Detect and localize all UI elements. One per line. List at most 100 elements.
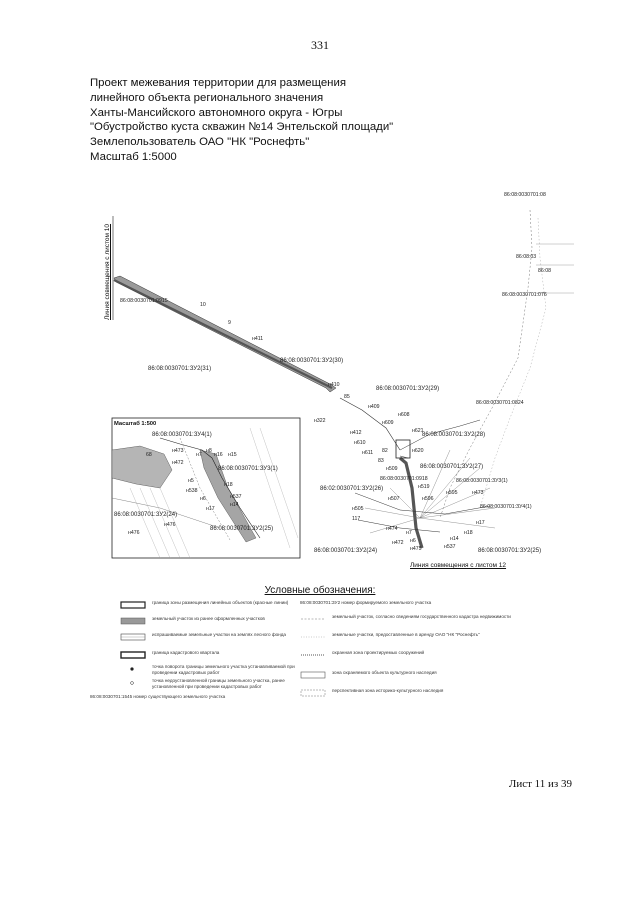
point-label: н621 <box>412 428 424 434</box>
prospective-heritage-symbol <box>300 689 326 697</box>
legend-item: земельные участки, предоставленные в аре… <box>300 632 520 641</box>
parcel-label: 86:08:0030701:ЗУ4(1) <box>480 504 532 510</box>
legend-item: земельный участок, согласно сведениям го… <box>300 614 520 623</box>
legend-item: земельный участок из ранее оформленных у… <box>120 616 300 625</box>
point-label: н537 <box>444 544 456 550</box>
parcel-label: 86:08:0030701:ЗУ2(28) <box>422 432 486 438</box>
point-label: н412 <box>350 430 362 436</box>
red-line-symbol <box>120 601 146 609</box>
parcel-label: 86:08:0030701:ЗУ2(30) <box>280 358 344 364</box>
inset-road <box>199 449 257 543</box>
inset-point-label: н7 <box>196 452 202 458</box>
inset-parcel-label: 86:08:0030701:ЗУ2(24) <box>114 512 178 518</box>
pad-outline <box>395 439 411 459</box>
point-label: 117 <box>352 516 361 522</box>
inset-point-label: н16 <box>214 452 223 458</box>
page-number: 331 <box>311 38 329 52</box>
parcel-label: 86:08:0030701:0918 <box>380 476 428 482</box>
inset-point-label: н8 <box>206 448 212 454</box>
parcel-label: 86:08:0030701:ЗУ3(1) <box>456 478 508 484</box>
point-label: н596 <box>422 496 434 502</box>
point-label: н474 <box>386 526 398 532</box>
legend-item: граница зоны размещения линейных объекто… <box>120 600 300 609</box>
undefined-point-symbol <box>130 681 134 685</box>
point-label: 10 <box>200 302 206 308</box>
parcel-label: 86:08:0030701:ЗУ2(27) <box>420 464 484 470</box>
point-label: н509 <box>386 466 398 472</box>
title-line: Землепользователь ОАО "НК "Роснефть" <box>90 136 310 149</box>
point-label: н6 <box>410 538 416 544</box>
point-label: 82 <box>382 448 388 454</box>
boundary-segment <box>357 519 441 533</box>
point-label: н17 <box>476 520 485 526</box>
road-segment <box>398 456 424 549</box>
parcel-label: 86:08:0030701:ЗУ2(31) <box>148 366 212 372</box>
map-drawing <box>111 209 574 559</box>
inset-point-label: н15 <box>228 452 237 458</box>
legend-item: 86:08:0030701:1545 номер существующего з… <box>90 694 226 699</box>
inset-point-label: н18 <box>224 482 233 488</box>
boundary-segment <box>399 419 481 451</box>
title-line: линейного объекта регионального значения <box>90 91 324 104</box>
forest-parcel-symbol <box>120 633 146 641</box>
inset-point-label: н538 <box>186 488 198 494</box>
inset-point-label: 68 <box>146 452 152 458</box>
point-label: н7 <box>406 530 412 536</box>
parcel-label: 86:08:0030701:0915 <box>120 298 168 304</box>
inset-boundary <box>159 437 261 539</box>
parcel-label: 86:08 <box>538 268 551 274</box>
legend-item: перспективная зона историко-культурного … <box>300 688 520 697</box>
protection-zone-symbol <box>301 654 325 656</box>
inset-point-label: н6 <box>200 496 206 502</box>
point-label: н595 <box>446 490 458 496</box>
parcel-label: 86:08:0030701:ЗУ2(25) <box>478 548 542 554</box>
point-label: н475 <box>410 546 422 552</box>
cadastral-map: Линия совмещения с листом 10 Линия совме… <box>100 188 580 573</box>
inset-point-label: н14 <box>230 502 239 508</box>
point-label: н409 <box>368 404 380 410</box>
point-label: н608 <box>398 412 410 418</box>
turning-point-symbol <box>130 667 134 671</box>
left-match-line-label: Линия совмещения с листом 10 <box>104 223 111 320</box>
point-label: н620 <box>412 448 424 454</box>
point-label: н14 <box>450 536 459 542</box>
legend-item: испрашиваемые земельные участки на земля… <box>120 632 300 641</box>
point-label: н473 <box>472 490 484 496</box>
inset-boundary <box>111 497 221 529</box>
point-label: н18 <box>464 530 473 536</box>
point-label: н609 <box>382 420 394 426</box>
inset-point-label: н17 <box>206 506 215 512</box>
parcel-label: 86:08:0030701:ЗУ2(24) <box>314 548 378 554</box>
point-label: н322 <box>314 418 326 424</box>
inset-boundary <box>179 437 231 541</box>
inset-hatch <box>129 427 299 559</box>
legend-item: охранная зона проектируемых сооружений <box>300 650 520 659</box>
quarter-boundary <box>439 209 533 519</box>
point-label: н410 <box>328 382 340 388</box>
legend-item: точка поворота границы земельного участк… <box>120 664 300 675</box>
parcel-boundary <box>479 217 547 509</box>
legend-item: точка недоустановленной границы земельно… <box>120 678 300 689</box>
parcel-label: 86:08:0030701:076 <box>502 292 547 298</box>
inset-parcel-label: 86:08:0030701:ЗУ2(25) <box>210 526 274 532</box>
parcel-label: 86:02:0030701:ЗУ2(26) <box>320 486 384 492</box>
title-line: "Обустройство куста скважин №14 Энтельск… <box>90 121 394 134</box>
inset-point-label: н537 <box>230 494 242 500</box>
point-label: н611 <box>362 450 374 456</box>
boundary-segment <box>354 492 491 515</box>
inset-scale-label: Масштаб 1:500 <box>114 421 157 427</box>
quarter-boundary-symbol <box>120 651 146 659</box>
lease-parcel-symbol <box>301 636 325 638</box>
point-label: н472 <box>392 540 404 546</box>
bottom-match-line-label: Линия совмещения с листом 12 <box>410 562 507 569</box>
point-label: 9 <box>228 320 231 326</box>
parcel-label: 86:08:03 <box>516 254 537 260</box>
inset-point-label: н5 <box>188 478 194 484</box>
inset-parcel-label: 86:08:0030701:ЗУ3(1) <box>218 466 278 472</box>
point-label: 85 <box>344 394 350 400</box>
title-line: Ханты-Мансийского автономного округа - Ю… <box>90 106 343 119</box>
existing-parcel-symbol <box>120 617 146 625</box>
scale-line: Масштаб 1:5000 <box>90 150 177 163</box>
inset-point-label: н473 <box>172 448 184 454</box>
point-label: н476 <box>164 522 176 528</box>
